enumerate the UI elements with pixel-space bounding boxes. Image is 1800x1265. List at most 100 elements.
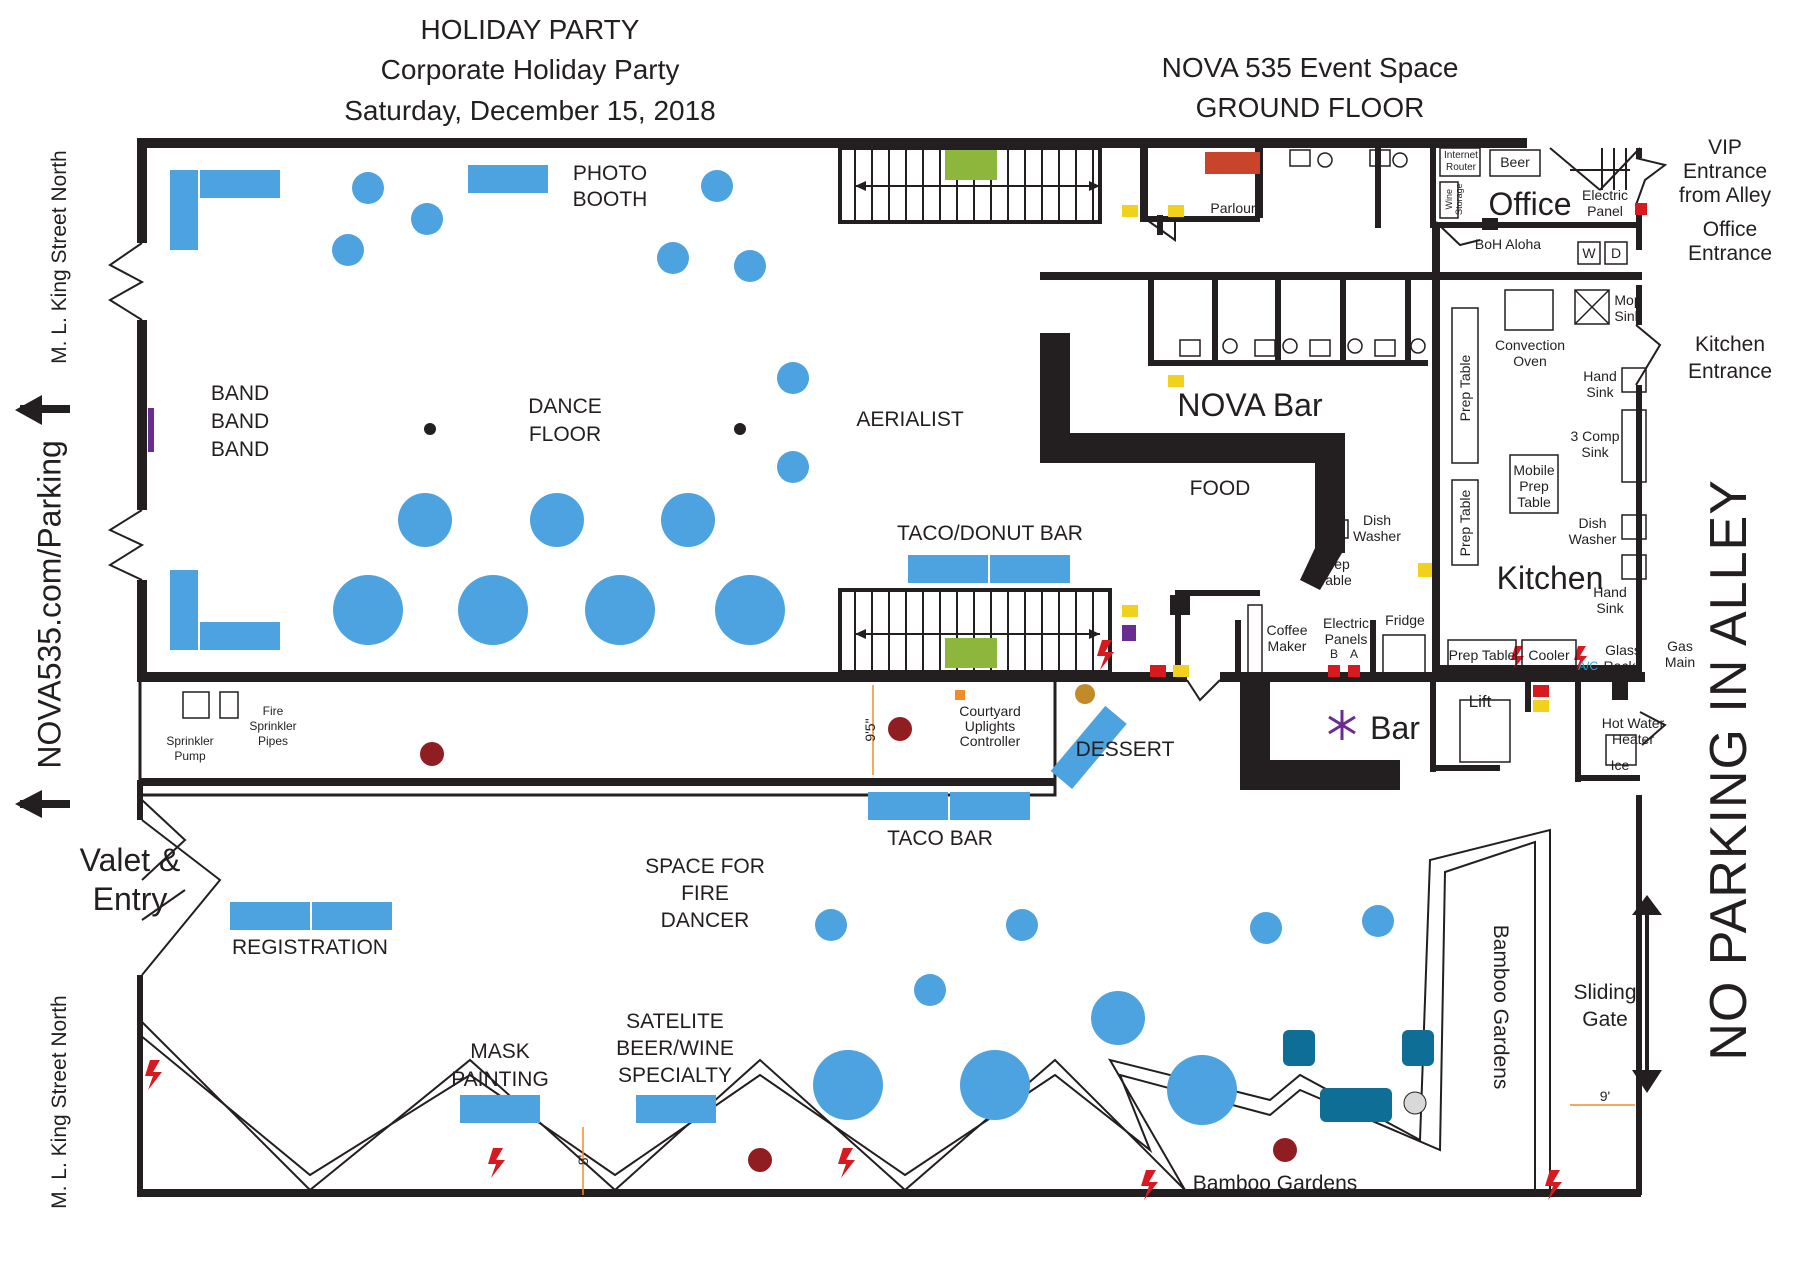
valet-line2: Entry — [92, 881, 168, 917]
fire-sprinkler-line2: Sprinkler — [249, 719, 297, 733]
sliding-gate-arrow — [1632, 895, 1662, 1093]
electric-bolts — [145, 640, 1587, 1200]
service-walls — [1040, 148, 1642, 790]
sprinkler-pump-line1: Sprinkler — [166, 734, 214, 748]
hot-water-line2: Heater — [1611, 731, 1655, 747]
ac-label: A/C — [1577, 659, 1598, 673]
zigzag-wall — [139, 828, 1551, 1192]
parlour-label: Parlour — [1210, 200, 1256, 216]
sliding-gate-line1: Sliding — [1573, 981, 1637, 1004]
mask-painting-line1: MASK — [470, 1040, 530, 1063]
parking-url: NOVA535.com/Parking — [31, 440, 68, 769]
tables-round — [332, 170, 1394, 1125]
prep-table-vertical-2: Prep Table — [1456, 489, 1473, 557]
panel-b-label: B — [1329, 647, 1338, 661]
mobile-prep-line2: Prep — [1519, 478, 1549, 494]
taco-bar-label: TACO BAR — [887, 827, 993, 850]
band-label-2: BAND — [210, 410, 270, 433]
panel-a-label: A — [1349, 647, 1358, 661]
event-title: HOLIDAY PARTY — [420, 14, 640, 45]
restroom-fixtures — [182, 147, 1647, 766]
satelite-line3: SPECIALTY — [618, 1064, 732, 1087]
corridor-dimension: 9'5" — [861, 718, 878, 742]
kitchen-label: Kitchen — [1496, 560, 1604, 596]
prep-table-horizontal: Prep Table — [1448, 647, 1516, 663]
cooler-label: Cooler — [1528, 647, 1570, 663]
zigzag-dimension: 8' — [574, 1154, 591, 1166]
lounge-seating — [1283, 1030, 1434, 1122]
kitchen-dish-washer-line1: Dish — [1578, 515, 1607, 531]
bamboo-gardens-bottom: Bamboo Gardens — [1192, 1172, 1358, 1195]
coffee-maker-line1: Coffee — [1266, 622, 1308, 638]
kitchen-entrance-line2: Entrance — [1687, 360, 1773, 383]
mobile-prep-line3: Table — [1517, 494, 1551, 510]
kitchen-entrance-line1: Kitchen — [1694, 333, 1766, 356]
glass-racks-line2: Racks — [1603, 658, 1643, 674]
band-label-1: BAND — [210, 382, 270, 405]
street-left-upper: M. L. King Street North — [47, 150, 71, 364]
tables-rect — [170, 165, 1127, 1123]
hand-sink2-line1: Hand — [1593, 584, 1627, 600]
washer-label: W — [1582, 245, 1596, 261]
courtyard-uplights-line3: Controller — [959, 733, 1021, 749]
photo-booth-line2: BOOTH — [572, 188, 648, 211]
lower-staircase — [838, 588, 1112, 674]
vip-stairs — [1570, 148, 1630, 190]
fire-sprinkler-line3: Pipes — [257, 734, 289, 748]
gas-main-line2: Main — [1664, 654, 1696, 670]
aerialist-label: AERIALIST — [856, 408, 964, 431]
dryer-label: D — [1610, 245, 1622, 261]
corridor-walls — [138, 672, 1070, 797]
vip-line3: from Alley — [1678, 184, 1772, 207]
street-left-lower: M. L. King Street North — [47, 995, 71, 1209]
sprinkler-pump-line2: Pump — [174, 749, 206, 763]
upper-staircase — [838, 146, 1102, 224]
valet-line1: Valet & — [79, 842, 181, 878]
fire-dancer-line1: SPACE FOR — [645, 855, 765, 878]
fridge-label: Fridge — [1385, 612, 1425, 628]
comp-sink-line1: 3 Comp — [1570, 428, 1620, 444]
bar-prep-table-line2: Table — [1318, 572, 1352, 588]
misc-doors — [1146, 147, 1668, 746]
mop-sink-line2: Sink — [1614, 308, 1642, 324]
internet-router-line1: Internet — [1444, 150, 1478, 161]
dance-floor-line2: FLOOR — [528, 423, 602, 446]
prep-table-vertical-1: Prep Table — [1456, 354, 1473, 422]
hand-sink1-line1: Hand — [1583, 368, 1617, 384]
mop-sink-line1: Mop — [1614, 292, 1642, 308]
hand-sink2-line2: Sink — [1596, 600, 1624, 616]
courtyard-uplights-line2: Uplights — [964, 718, 1016, 734]
fire-dancer-line2: FIRE — [681, 882, 729, 905]
vip-line2: Entrance — [1682, 160, 1768, 183]
convection-oven-line1: Convection — [1494, 337, 1566, 353]
wine-storage-line1: Wine — [1443, 188, 1454, 210]
internet-router-line2: Router — [1445, 162, 1476, 173]
dance-floor-line1: DANCE — [528, 395, 602, 418]
bar-asterisk-icon — [1328, 710, 1356, 740]
comp-sink-line2: Sink — [1581, 444, 1609, 460]
office-entrance-line1: Office — [1702, 218, 1758, 241]
bamboo-gardens-vertical: Bamboo Gardens — [1489, 924, 1513, 1090]
ice-label: Ice — [1610, 757, 1630, 773]
bar-dish-washer-line1: Dish — [1362, 512, 1391, 528]
alley-width-dimension: 9' — [1599, 1088, 1611, 1104]
registration-label: REGISTRATION — [232, 936, 388, 959]
event-date: Saturday, December 15, 2018 — [344, 95, 716, 126]
venue-name: NOVA 535 Event Space — [1161, 52, 1459, 83]
fire-dancer-line3: DANCER — [660, 909, 750, 932]
fire-sprinkler-line1: Fire — [262, 704, 284, 718]
satelite-line2: BEER/WINE — [616, 1037, 734, 1060]
boh-aloha-label: BoH Aloha — [1474, 236, 1542, 252]
dimension-lines — [582, 685, 1635, 1195]
nova-bar-label: NOVA Bar — [1177, 387, 1323, 423]
sliding-gate-line2: Gate — [1582, 1008, 1628, 1031]
hand-sink1-line2: Sink — [1586, 384, 1614, 400]
parking-arrows — [15, 395, 70, 818]
photo-booth-line1: PHOTO — [572, 162, 648, 185]
vip-line1: VIP — [1708, 136, 1742, 159]
satelite-line1: SATELITE — [626, 1010, 724, 1033]
event-subtitle: Corporate Holiday Party — [380, 54, 680, 85]
electric-panels-line2: Panels — [1324, 631, 1368, 647]
floor-name: GROUND FLOOR — [1195, 92, 1425, 123]
parlour-sofa — [1205, 152, 1260, 174]
